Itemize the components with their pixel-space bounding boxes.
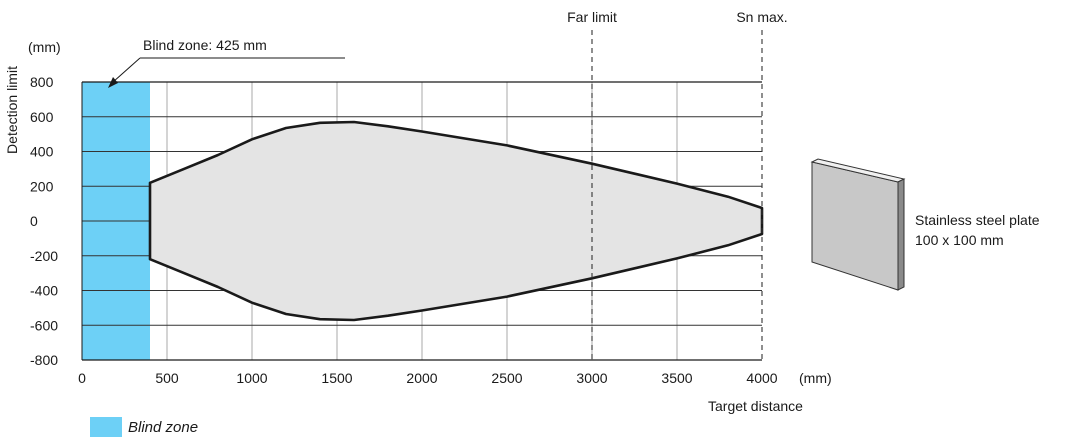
- legend: Blind zone: [90, 417, 198, 437]
- target-plate-face: [811, 161, 899, 291]
- y-tick-label-200: 200: [30, 178, 54, 194]
- blind-zone-callout-label: Blind zone: 425 mm: [143, 37, 267, 53]
- y-tick-label-800: 800: [30, 74, 54, 90]
- x-tick-label-2000: 2000: [406, 370, 437, 386]
- target-plate-layer: [810, 158, 906, 291]
- target-plate-side: [897, 178, 905, 291]
- x-tick-label-3000: 3000: [576, 370, 607, 386]
- x-tick-label-1500: 1500: [321, 370, 352, 386]
- x-axis-unit: (mm): [799, 370, 832, 386]
- y-axis-title: Detection limit: [4, 66, 20, 154]
- detection-area-shape: [148, 120, 764, 322]
- reference-lines-layer: [591, 30, 763, 360]
- y-tick-label-0: 0: [30, 213, 38, 229]
- x-tick-label-500: 500: [155, 370, 179, 386]
- blind-zone-callout-leader: [112, 57, 141, 83]
- legend-label-blind-zone: Blind zone: [128, 418, 199, 436]
- x-tick-label-3500: 3500: [661, 370, 692, 386]
- x-tick-label-2500: 2500: [491, 370, 522, 386]
- sn-max-label: Sn max.: [736, 9, 787, 25]
- y-tick-label--200: -200: [30, 248, 58, 264]
- y-tick-label--800: -800: [30, 352, 58, 368]
- y-tick-label-400: 400: [30, 144, 54, 160]
- target-label-line1: Stainless steel plate: [915, 212, 1040, 228]
- blind-zone-callout-arrowhead: [108, 77, 118, 88]
- x-axis-title: Target distance: [708, 398, 803, 414]
- far-limit-label: Far limit: [567, 9, 617, 25]
- y-tick-label-600: 600: [30, 109, 54, 125]
- x-tick-label-1000: 1000: [236, 370, 267, 386]
- y-tick-label--400: -400: [30, 283, 58, 299]
- y-tick-label--600: -600: [30, 317, 58, 333]
- target-label-line2: 100 x 100 mm: [915, 232, 1004, 248]
- legend-swatch-blind-zone: [90, 417, 122, 437]
- x-tick-label-0: 0: [78, 370, 86, 386]
- detection-area-layer: [148, 120, 764, 322]
- y-axis-unit: (mm): [28, 39, 61, 55]
- x-tick-label-4000: 4000: [746, 370, 777, 386]
